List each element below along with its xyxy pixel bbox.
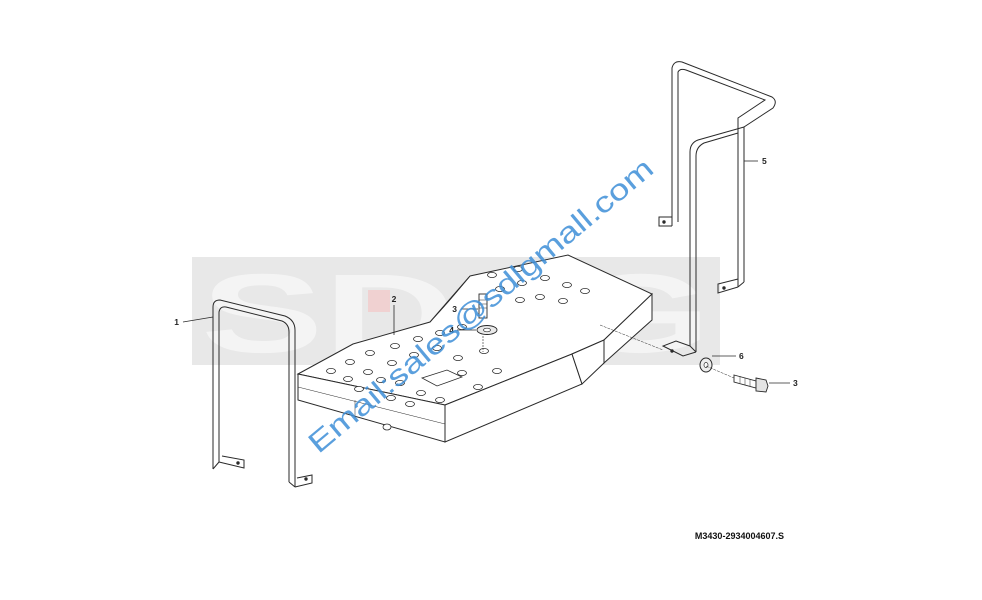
callout-labels: 1 2 3 4 5 6 3: [174, 156, 798, 388]
platform-holes: [326, 265, 590, 407]
center-bolt-assembly: [476, 293, 498, 352]
callout-5: 5: [762, 156, 767, 166]
callout-2: 2: [392, 294, 397, 304]
callout-4: 4: [449, 325, 454, 335]
right-fastener: [599, 324, 769, 393]
drawing-code: M3430-2934004607.S: [695, 531, 784, 541]
callout-3-lower: 3: [793, 378, 798, 388]
callout-6: 6: [739, 351, 744, 361]
callout-leaders: [182, 160, 790, 384]
left-handrail: [212, 299, 313, 488]
right-handrail: [658, 61, 776, 357]
callout-1: 1: [174, 317, 179, 327]
callout-3-upper: 3: [452, 304, 457, 314]
